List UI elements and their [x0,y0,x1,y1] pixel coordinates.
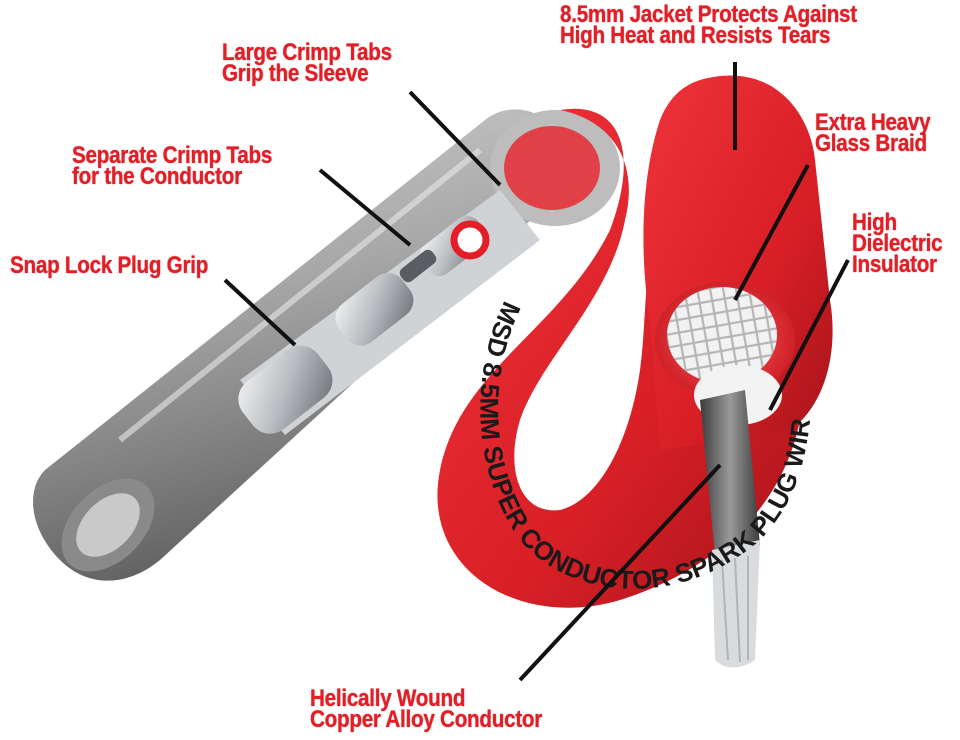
callout-large-crimp-line2: Grip the Sleeve [222,63,392,84]
callout-conductor-line2: Copper Alloy Conductor [310,709,542,730]
callout-separate-crimp-line2: for the Conductor [72,166,272,187]
callout-conductor: Helically Wound Copper Alloy Conductor [310,688,542,730]
callout-snap-lock-line1: Snap Lock Plug Grip [10,255,208,276]
callout-dielectric: High Dielectric Insulator [852,212,945,275]
callout-jacket: 8.5mm Jacket Protects Against High Heat … [560,4,857,46]
callout-snap-lock: Snap Lock Plug Grip [10,255,208,276]
callout-glass-braid: Extra Heavy Glass Braid [815,112,930,154]
callout-jacket-line2: High Heat and Resists Tears [560,25,857,46]
callout-glass-braid-line2: Glass Braid [815,133,930,154]
callout-dielectric-line3: Insulator [852,254,945,275]
callout-separate-crimp-tabs: Separate Crimp Tabs for the Conductor [72,145,272,187]
callout-large-crimp-tabs: Large Crimp Tabs Grip the Sleeve [222,42,392,84]
